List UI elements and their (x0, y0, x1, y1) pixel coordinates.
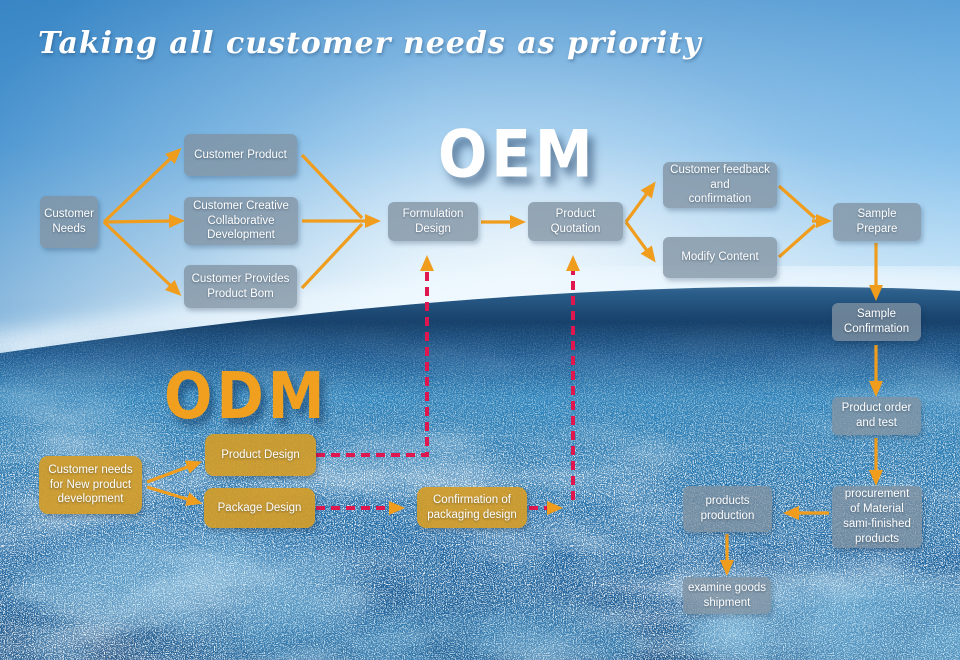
node-product-quotation: Product Quotation (528, 202, 623, 241)
odm-heading: ODM (164, 360, 329, 434)
node-customer-feedback: Customer feedback and confirmation (663, 162, 777, 208)
node-product-design: Product Design (205, 434, 316, 476)
node-modify-content: Modify Content (663, 237, 777, 278)
node-product-order: Product order and test (832, 397, 921, 435)
node-sample-confirmation: Sample Confirmation (832, 303, 921, 341)
node-customer-needs-new: Customer needs for New product developme… (39, 456, 142, 514)
node-confirmation-packaging: Confirmation of packaging design (417, 487, 527, 528)
node-customer-creative: Customer Creative Collaborative Developm… (184, 197, 298, 245)
node-package-design: Package Design (204, 488, 315, 528)
node-examine-goods: examine goods shipment (683, 577, 771, 614)
node-customer-product: Customer Product (184, 134, 297, 176)
node-formulation-design: Formulation Design (388, 202, 478, 241)
node-sample-prepare: Sample Prepare (833, 203, 921, 241)
node-customer-needs: Customer Needs (40, 196, 98, 248)
oem-heading: OEM (438, 116, 597, 193)
node-customer-bom: Customer Provides Product Bom (184, 265, 297, 308)
node-products-production: products production (683, 486, 772, 532)
node-procurement: procurement of Material sami-finished pr… (832, 486, 922, 548)
page-title: Taking all customer needs as priority (38, 26, 702, 61)
